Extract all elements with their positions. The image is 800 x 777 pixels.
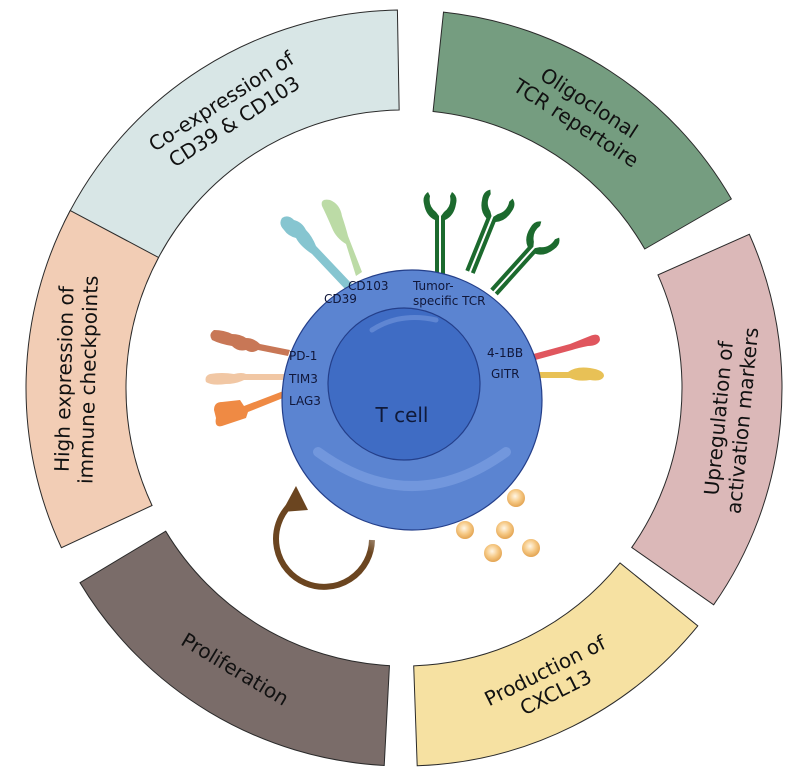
segment-coexpression: Co-expression ofCD39 & CD103	[63, 9, 400, 267]
segment-production: Production ofCXCL13	[413, 562, 699, 767]
cxcl13-granule	[496, 521, 514, 539]
tcr-label-line2: specific TCR	[413, 294, 486, 308]
4-1bb-receptor	[526, 334, 600, 362]
tim3-label: TIM3	[288, 372, 318, 386]
segment-coexpression-shape	[63, 9, 400, 267]
segment-checkpoints: High expression ofimmune checkpoints	[25, 209, 160, 549]
tcr-receptor	[490, 221, 560, 296]
4-1bb-label: 4-1BB	[487, 346, 523, 360]
segment-checkpoints-label: High expression ofimmune checkpoints	[49, 275, 102, 485]
cxcl13-granule	[507, 489, 525, 507]
proliferation-cycle-arrow-icon	[273, 486, 375, 590]
segment-upregulation-shape	[631, 233, 783, 606]
tcr-label-line1: Tumor-	[412, 279, 454, 293]
pd1-label: PD-1	[289, 349, 317, 363]
lag3-label: LAG3	[289, 394, 321, 408]
gitr-receptor	[528, 367, 604, 381]
tcr-receptor	[465, 189, 515, 274]
cxcl13-granules	[456, 489, 540, 562]
cxcl13-granule	[484, 544, 502, 562]
tcr-receptor	[423, 192, 457, 276]
cell-highlight	[313, 447, 511, 491]
cd103-label: CD103	[348, 279, 389, 293]
cd39-receptor	[280, 216, 352, 290]
cxcl13-granule	[522, 539, 540, 557]
segment-proliferation-shape	[79, 530, 390, 767]
segment-oligoclonal: OligoclonalTCR repertoire	[432, 11, 733, 250]
cell-nucleus	[327, 307, 481, 461]
segment-oligoclonal-shape	[432, 11, 733, 250]
t-cell: T cell	[281, 269, 543, 531]
lag3-receptor	[214, 390, 288, 427]
nucleus-highlight	[369, 315, 439, 333]
cxcl13-granule	[456, 521, 474, 539]
segment-checkpoints-shape	[25, 209, 160, 549]
pd1-receptor	[210, 330, 290, 356]
cd39-label: CD39	[324, 292, 357, 306]
cd103-receptor	[321, 199, 362, 276]
segment-proliferation: Proliferation	[79, 530, 390, 767]
segment-upregulation: Upregulation ofactivation markers	[631, 233, 783, 606]
tumor-specific-tcr-receptors	[423, 189, 560, 296]
tim3-receptor	[205, 373, 284, 385]
gitr-label: GITR	[491, 367, 520, 381]
segment-production-shape	[413, 562, 699, 767]
t-cell-label: T cell	[375, 403, 429, 427]
